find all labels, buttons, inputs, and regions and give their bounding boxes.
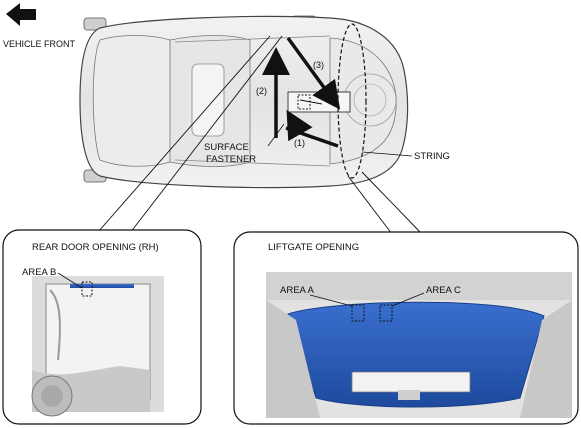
area-b-label: AREA B (22, 267, 56, 278)
fastener-label: FASTENER (206, 154, 256, 165)
surface-fastener-leader (267, 123, 285, 147)
area-a-label: AREA A (280, 285, 314, 296)
arrow-left-icon (6, 3, 36, 26)
vehicle-front-label: VEHICLE FRONT (3, 39, 76, 49)
callout-lines (97, 35, 421, 235)
string-leader (361, 151, 413, 157)
area-c-label: AREA C (426, 285, 461, 296)
rear-door-title: REAR DOOR OPENING (RH) (32, 242, 159, 253)
string-label: STRING (414, 151, 450, 162)
step-3-label: (3) (313, 60, 324, 70)
surface-label: SURFACE (204, 142, 249, 153)
liftgate-panel (233, 231, 579, 425)
vehicle-top-view (79, 15, 409, 189)
liftgate-dashed-region (337, 23, 367, 179)
step-arrows (262, 36, 341, 148)
rear-door-panel (2, 229, 202, 425)
liftgate-title: LIFTGATE OPENING (268, 242, 359, 253)
step-1-label: (1) (294, 138, 305, 148)
step-2-label: (2) (256, 86, 267, 96)
